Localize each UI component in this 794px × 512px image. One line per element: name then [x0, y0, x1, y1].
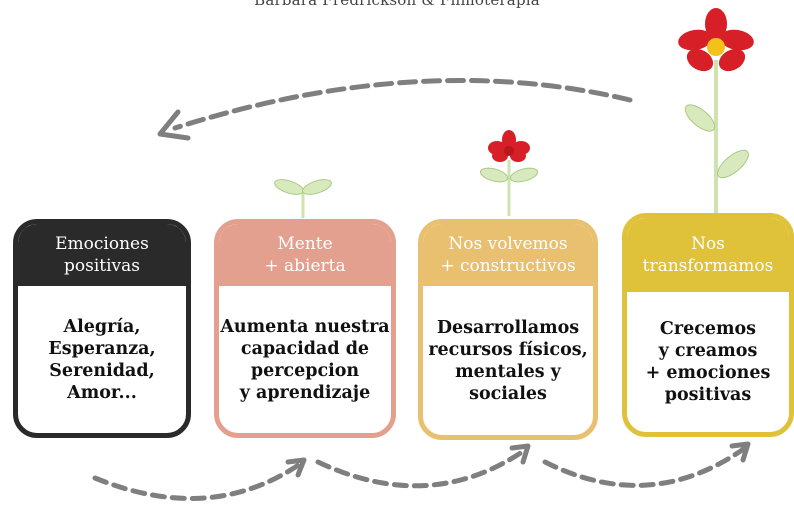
- card-3-body-line-2: recursos físicos,: [428, 339, 588, 360]
- small-flower-icon: [479, 130, 539, 216]
- card-4-body-line-2: y creamos: [658, 341, 758, 361]
- card-nos-transformamos: Nos transformamos Crecemos y creamos + e…: [622, 213, 794, 437]
- card-3-title-line-2: + constructivos: [440, 256, 576, 276]
- card-1-body-line-3: Serenidad,: [49, 360, 155, 381]
- bottom-arrow-3-icon: [542, 445, 748, 488]
- card-3-body-line-3: mentales y: [455, 361, 561, 382]
- card-2-header: Mente + abierta: [219, 224, 391, 286]
- card-1-title-line-2: positivas: [63, 256, 140, 276]
- card-1-body-line-1: Alegría,: [63, 316, 141, 337]
- card-nos-volvemos-constructivos: Nos volvemos + constructivos Desarrollam…: [418, 219, 598, 440]
- top-back-arrow-icon: [172, 78, 633, 131]
- bottom-arrow-1-icon: [92, 461, 303, 501]
- card-4-title-line-1: Nos: [691, 234, 725, 254]
- card-3-title-line-1: Nos volvemos: [448, 234, 568, 254]
- tall-flower-icon: [678, 8, 754, 213]
- card-mente-abierta: Mente + abierta Aumenta nuestra capacida…: [214, 219, 396, 438]
- card-2-title-line-2: + abierta: [264, 256, 346, 276]
- card-4-title-line-2: transformamos: [642, 256, 774, 276]
- card-3-header: Nos volvemos + constructivos: [423, 224, 593, 286]
- card-2-body-line-2: capacidad de: [240, 338, 370, 359]
- top-arrowhead-icon: [157, 109, 191, 141]
- card-2-body-line-3: percepcion: [250, 360, 360, 381]
- card-1-body-line-4: Amor...: [67, 382, 137, 403]
- card-3-body-line-4: sociales: [469, 383, 547, 404]
- bottom-arrowhead-1-icon: [285, 457, 307, 478]
- card-3-body: Desarrollamos recursos físicos, mentales…: [423, 286, 593, 435]
- card-4-body-line-1: Crecemos: [659, 319, 757, 339]
- bottom-arrowhead-3-icon: [729, 441, 751, 463]
- card-4-body-line-4: positivas: [664, 385, 752, 405]
- bottom-arrowhead-2-icon: [509, 443, 531, 465]
- card-1-title-line-1: Emociones: [55, 234, 149, 254]
- card-1-header: Emociones positivas: [18, 224, 186, 286]
- card-3-body-line-1: Desarrollamos: [436, 317, 580, 338]
- bottom-arrow-2-icon: [315, 447, 528, 489]
- card-1-body-line-2: Esperanza,: [48, 338, 156, 359]
- diagram-header: Barbara Fredrickson & Filmoterapia: [0, 0, 794, 9]
- card-emociones-positivas: Emociones positivas Alegría, Esperanza, …: [13, 219, 191, 438]
- card-2-title-line-1: Mente: [277, 234, 333, 254]
- card-4-body-line-3: + emociones: [645, 363, 771, 383]
- card-4-body: Crecemos y creamos + emociones positivas: [627, 292, 789, 432]
- card-2-body: Aumenta nuestra capacidad de percepcion …: [219, 286, 391, 433]
- header-text: Barbara Fredrickson & Filmoterapia: [254, 0, 540, 9]
- sprout-icon: [274, 179, 332, 218]
- card-1-body: Alegría, Esperanza, Serenidad, Amor...: [18, 286, 186, 433]
- card-2-body-line-1: Aumenta nuestra: [220, 316, 390, 337]
- card-4-header: Nos transformamos: [627, 218, 789, 292]
- card-2-body-line-4: y aprendizaje: [239, 382, 371, 403]
